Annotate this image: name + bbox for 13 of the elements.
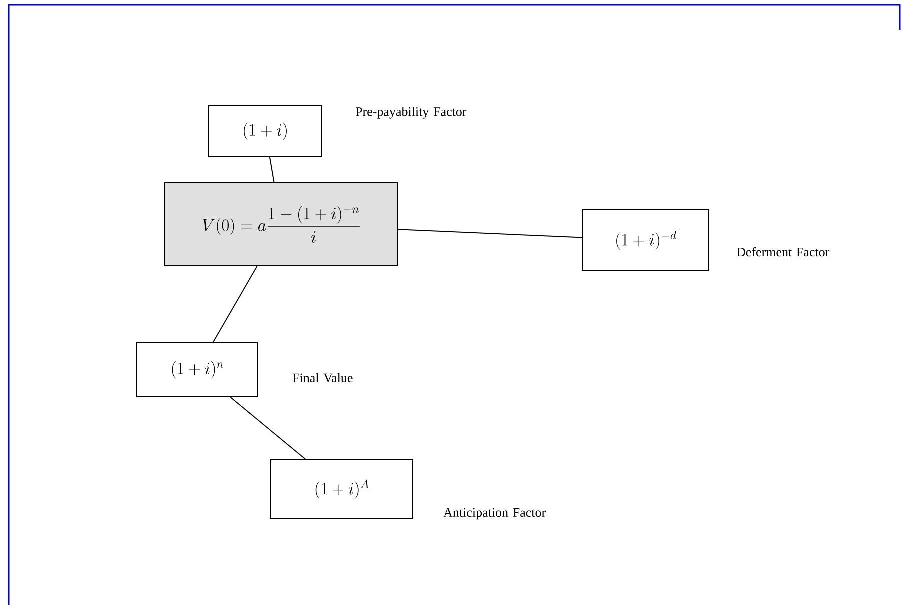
formula-box: $(1+i)^{-d}$ — [582, 210, 710, 272]
formula-box: $(1+i)^{A}$ — [270, 460, 414, 520]
formula-box: $V(0)=a\frac{1-(1+i)^{-n}}{i}$ — [164, 182, 398, 266]
formula-box: $(1+i)^{n}$ — [136, 342, 258, 398]
connector-line — [230, 397, 306, 460]
factor-label: Deferment Factor — [736, 247, 830, 257]
formula-box: $(1+i)$ — [208, 106, 322, 158]
factor-label: Anticipation Factor — [444, 508, 546, 520]
factor-label: Final Value — [292, 373, 353, 383]
factor-label: Pre-payability Factor — [356, 107, 467, 119]
connector-line — [398, 229, 583, 238]
connector-line — [269, 157, 275, 183]
connector-line — [212, 266, 258, 343]
